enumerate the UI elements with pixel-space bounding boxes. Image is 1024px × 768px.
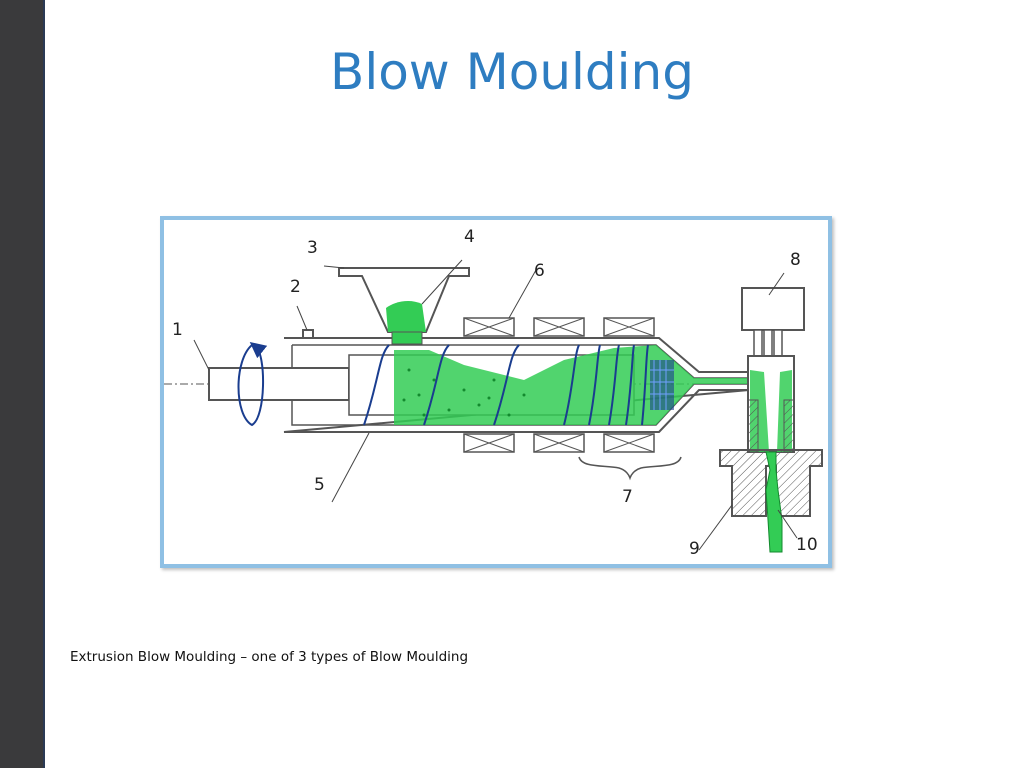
label-9: 9 — [689, 539, 700, 559]
extrusion-blow-moulding-diagram: 1 2 3 4 6 5 7 8 9 10 — [164, 227, 823, 559]
rotation-arrow-icon — [237, 341, 268, 427]
heater-bands-top — [463, 317, 655, 337]
label-1: 1 — [172, 320, 183, 340]
slide-caption: Extrusion Blow Moulding – one of 3 types… — [70, 649, 469, 665]
label-3: 3 — [307, 238, 318, 258]
slide-title: Blow Moulding — [330, 43, 694, 101]
hopper-pellets — [386, 301, 426, 332]
heater-bands-bottom — [463, 433, 655, 453]
label-6: 6 — [534, 261, 545, 281]
heater-group-brace — [578, 456, 682, 481]
screw-flights — [363, 344, 649, 426]
diagram-figure: 1 2 3 4 6 5 7 8 9 10 — [160, 216, 832, 568]
die-head — [741, 287, 805, 453]
label-8: 8 — [790, 250, 801, 270]
side-bar — [0, 0, 45, 768]
thermocouple — [302, 329, 314, 339]
hopper-throat — [391, 331, 423, 345]
mould — [719, 449, 823, 553]
label-10: 10 — [796, 535, 818, 555]
label-7: 7 — [622, 487, 633, 507]
label-2: 2 — [290, 277, 301, 297]
label-4: 4 — [464, 227, 475, 247]
label-5: 5 — [314, 475, 325, 495]
plastic-pellets — [402, 368, 526, 417]
leader-lines — [193, 259, 798, 551]
drive-shaft — [208, 367, 350, 401]
breaker-plate — [650, 360, 674, 410]
